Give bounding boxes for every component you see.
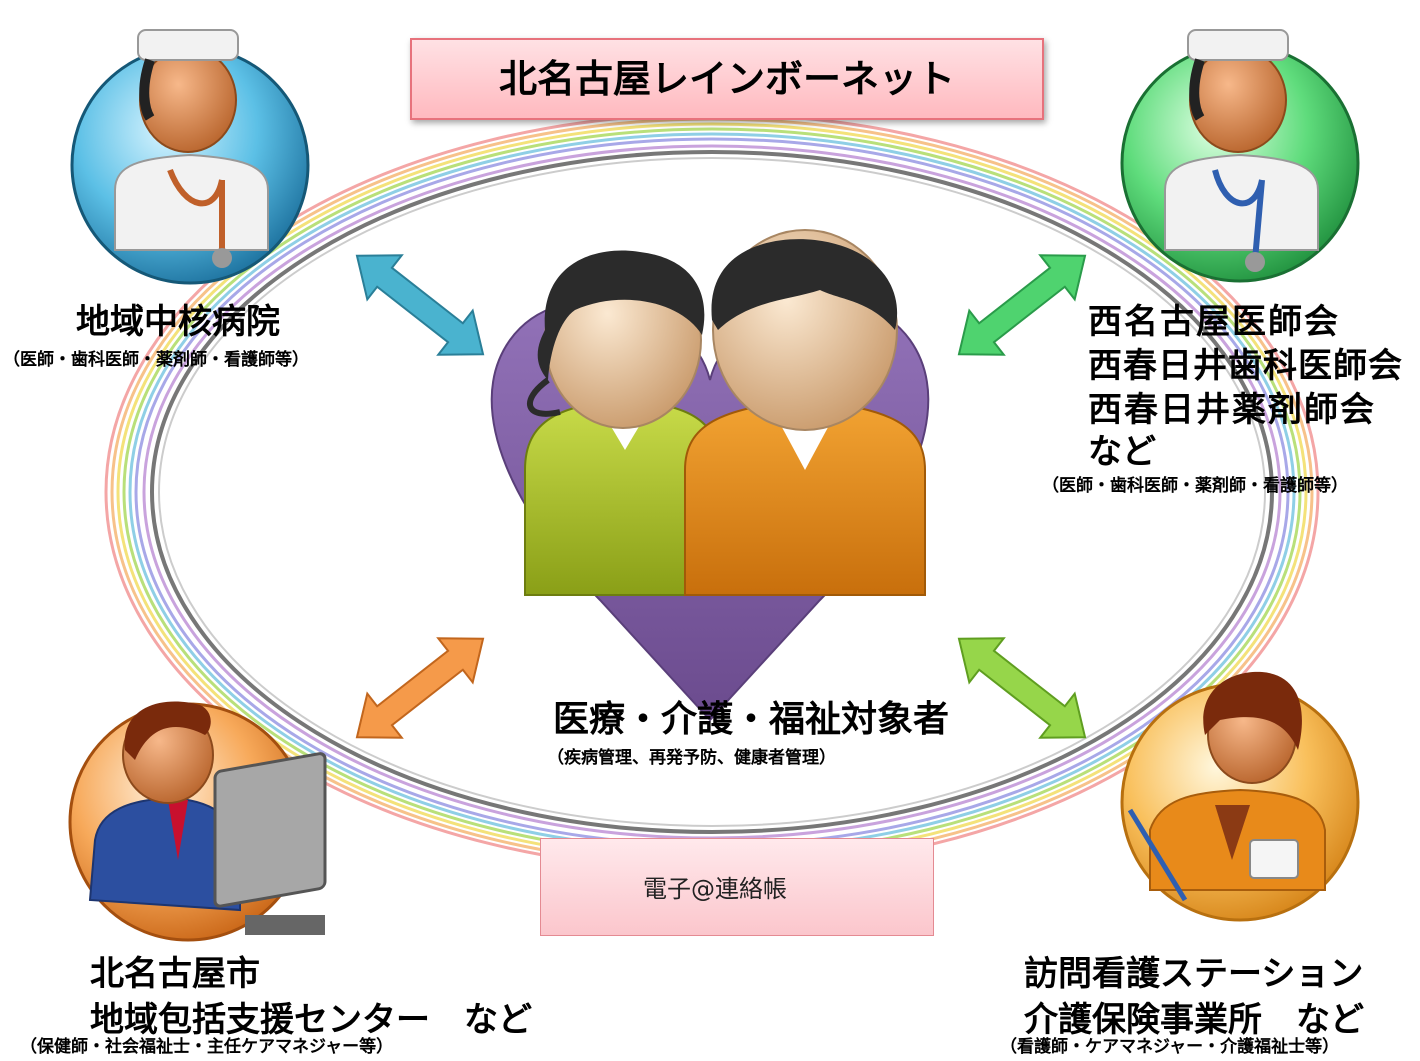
arrow-top-left <box>355 254 485 356</box>
hospital-doctor-icon <box>70 29 310 285</box>
arrow-bottom-left <box>355 637 485 739</box>
top-left-sublabel: （医師・歯科医師・薬剤師・看護師等） <box>3 350 309 370</box>
bottom-right-line-1: 訪問看護ステーション <box>1024 954 1364 994</box>
center-sublabel: （疾病管理、再発予防、健康者管理） <box>547 748 836 768</box>
medical-association-doctor-icon <box>1120 29 1360 283</box>
renraku-badge: 電子@連絡帳 <box>540 838 934 936</box>
top-right-line-3: 西春日井薬剤師会 <box>1088 390 1376 430</box>
title-banner: 北名古屋レインボーネット <box>410 38 1044 120</box>
top-right-line-2: 西春日井歯科医師会 <box>1088 346 1403 386</box>
patients-icon <box>524 229 926 596</box>
top-left-name: 地域中核病院 <box>76 302 280 342</box>
top-right-line-1: 西名古屋医師会 <box>1088 302 1340 342</box>
arrow-bottom-right <box>957 637 1087 739</box>
renraku-label: 電子@連絡帳 <box>643 875 787 903</box>
top-right-line-4: など <box>1088 432 1156 472</box>
arrow-top-right <box>957 254 1087 356</box>
bottom-left-line-2: 地域包括支援センター など <box>90 1000 532 1040</box>
bottom-left-line-1: 北名古屋市 <box>90 954 260 994</box>
bottom-right-line-2: 介護保険事業所 など <box>1024 1000 1364 1040</box>
bottom-left-sublabel: （保健師・社会福祉士・主任ケアマネジャー等） <box>20 1037 394 1057</box>
page-title: 北名古屋レインボーネット <box>498 57 955 101</box>
visiting-nurse-icon <box>1120 671 1360 922</box>
top-right-sublabel: （医師・歯科医師・薬剤師・看護師等） <box>1042 476 1348 496</box>
bottom-right-sublabel: （看護師・ケアマネジャー・介護福祉士等） <box>1000 1037 1340 1057</box>
center-label: 医療・介護・福祉対象者 <box>553 699 950 740</box>
city-office-staff-icon <box>68 701 327 942</box>
